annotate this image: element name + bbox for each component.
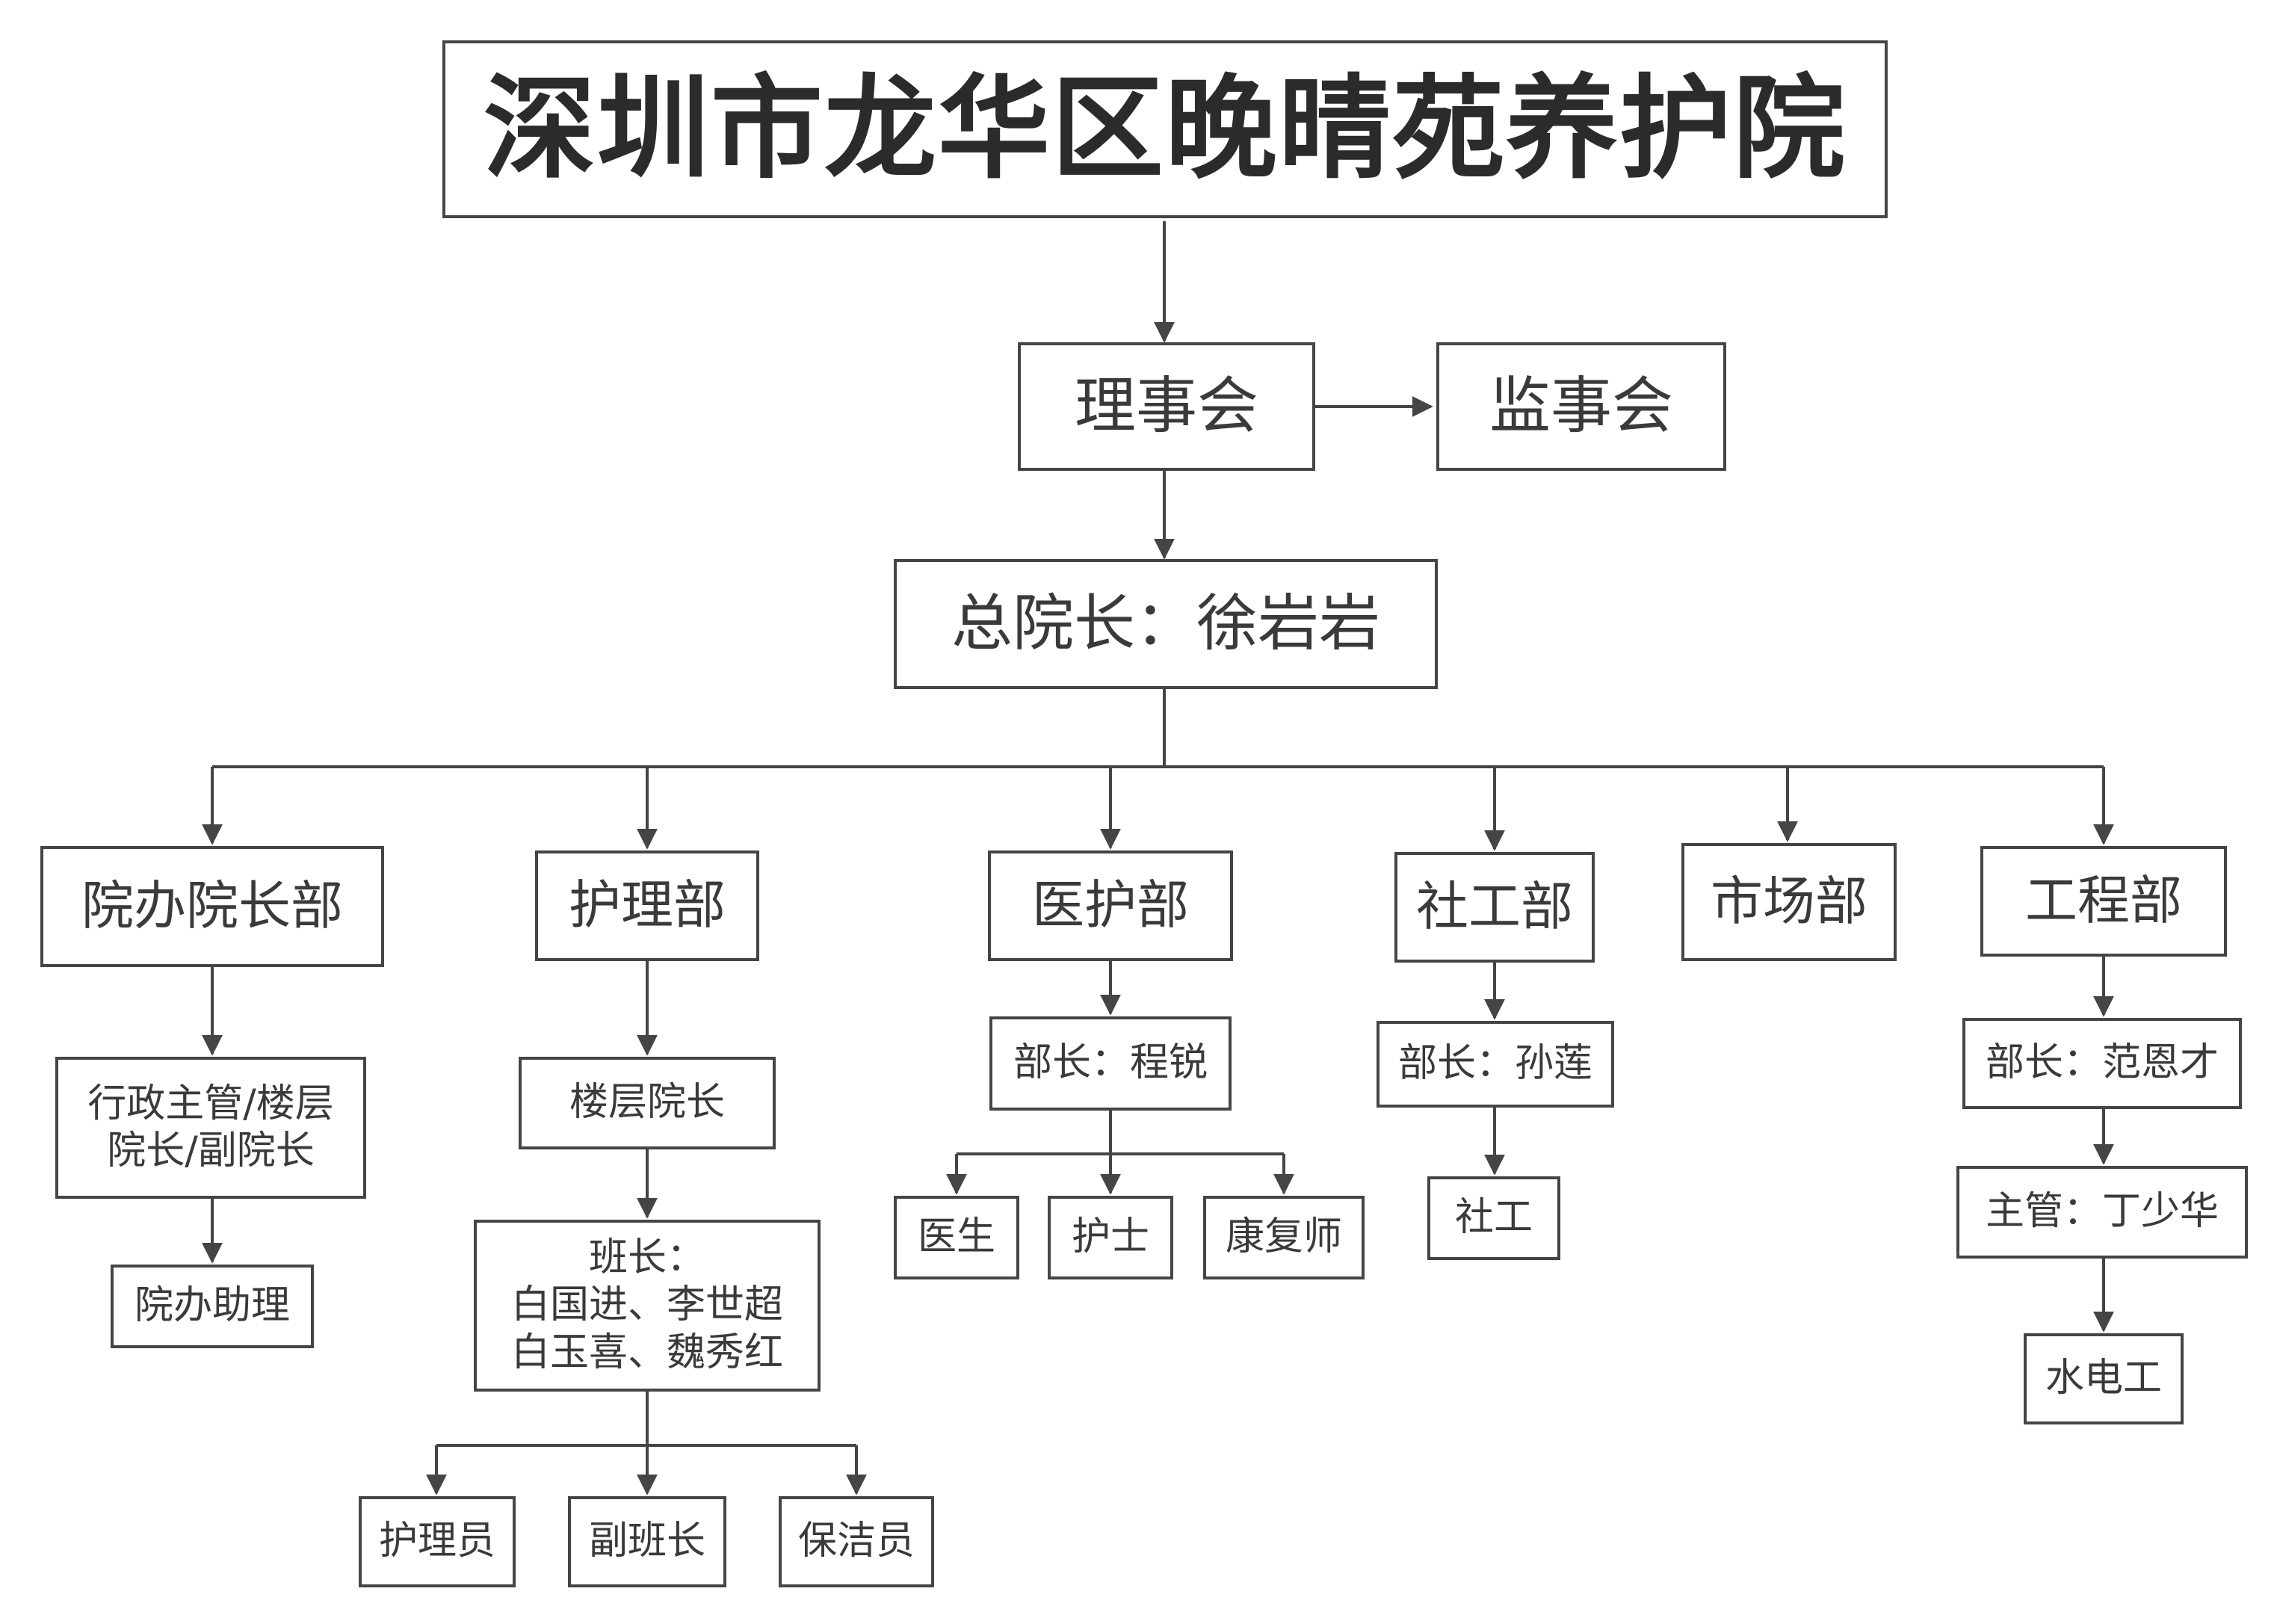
admin-assistant-node: 院办助理 [111, 1265, 314, 1348]
board-node: 理事会 [1018, 342, 1315, 471]
admin-level1-line-2: 院长/副院长 [107, 1129, 315, 1173]
dept-nursing-node: 护理部 [535, 850, 759, 961]
shift-leaders-line-3: 白玉喜、魏秀红 [510, 1330, 783, 1375]
supervisory-board-node: 监事会 [1436, 342, 1726, 471]
floor-director-node: 楼层院长 [519, 1057, 776, 1149]
rehab-therapist-node: 康复师 [1203, 1196, 1365, 1279]
dept-social-node: 社工部 [1394, 852, 1595, 963]
dept-admin-node: 院办院长部 [40, 846, 384, 967]
doctor-node: 医生 [894, 1196, 1019, 1279]
dept-market-node: 市场部 [1681, 843, 1897, 961]
president-node: 总院长：徐岩岩 [894, 559, 1438, 689]
dept-medical-node: 医护部 [988, 850, 1233, 961]
dept-engineering-node: 工程部 [1980, 846, 2227, 957]
deputy-shift-leader-node: 副班长 [568, 1496, 726, 1587]
medical-head-node: 部长：程锐 [989, 1016, 1232, 1111]
social-head-node: 部长：孙莲 [1377, 1021, 1614, 1108]
admin-level1-node: 行政主管/楼层 院长/副院长 [55, 1057, 366, 1199]
engineering-head-node: 部长：范恩才 [1962, 1018, 2242, 1109]
admin-level1-line-1: 行政主管/楼层 [87, 1081, 334, 1126]
org-title: 深圳市龙华区晚晴苑养护院 [442, 40, 1888, 218]
caregiver-node: 护理员 [359, 1496, 516, 1587]
shift-leaders-line-1: 班长： [588, 1235, 705, 1280]
electrician-node: 水电工 [2024, 1333, 2184, 1424]
social-worker-node: 社工 [1427, 1176, 1560, 1260]
engineering-supervisor-node: 主管：丁少华 [1956, 1166, 2248, 1259]
shift-leaders-node: 班长： 白国进、李世超 白玉喜、魏秀红 [474, 1220, 821, 1392]
shift-leaders-line-2: 白国进、李世超 [510, 1282, 783, 1328]
cleaner-node: 保洁员 [779, 1496, 934, 1587]
nurse-node: 护士 [1048, 1196, 1173, 1279]
